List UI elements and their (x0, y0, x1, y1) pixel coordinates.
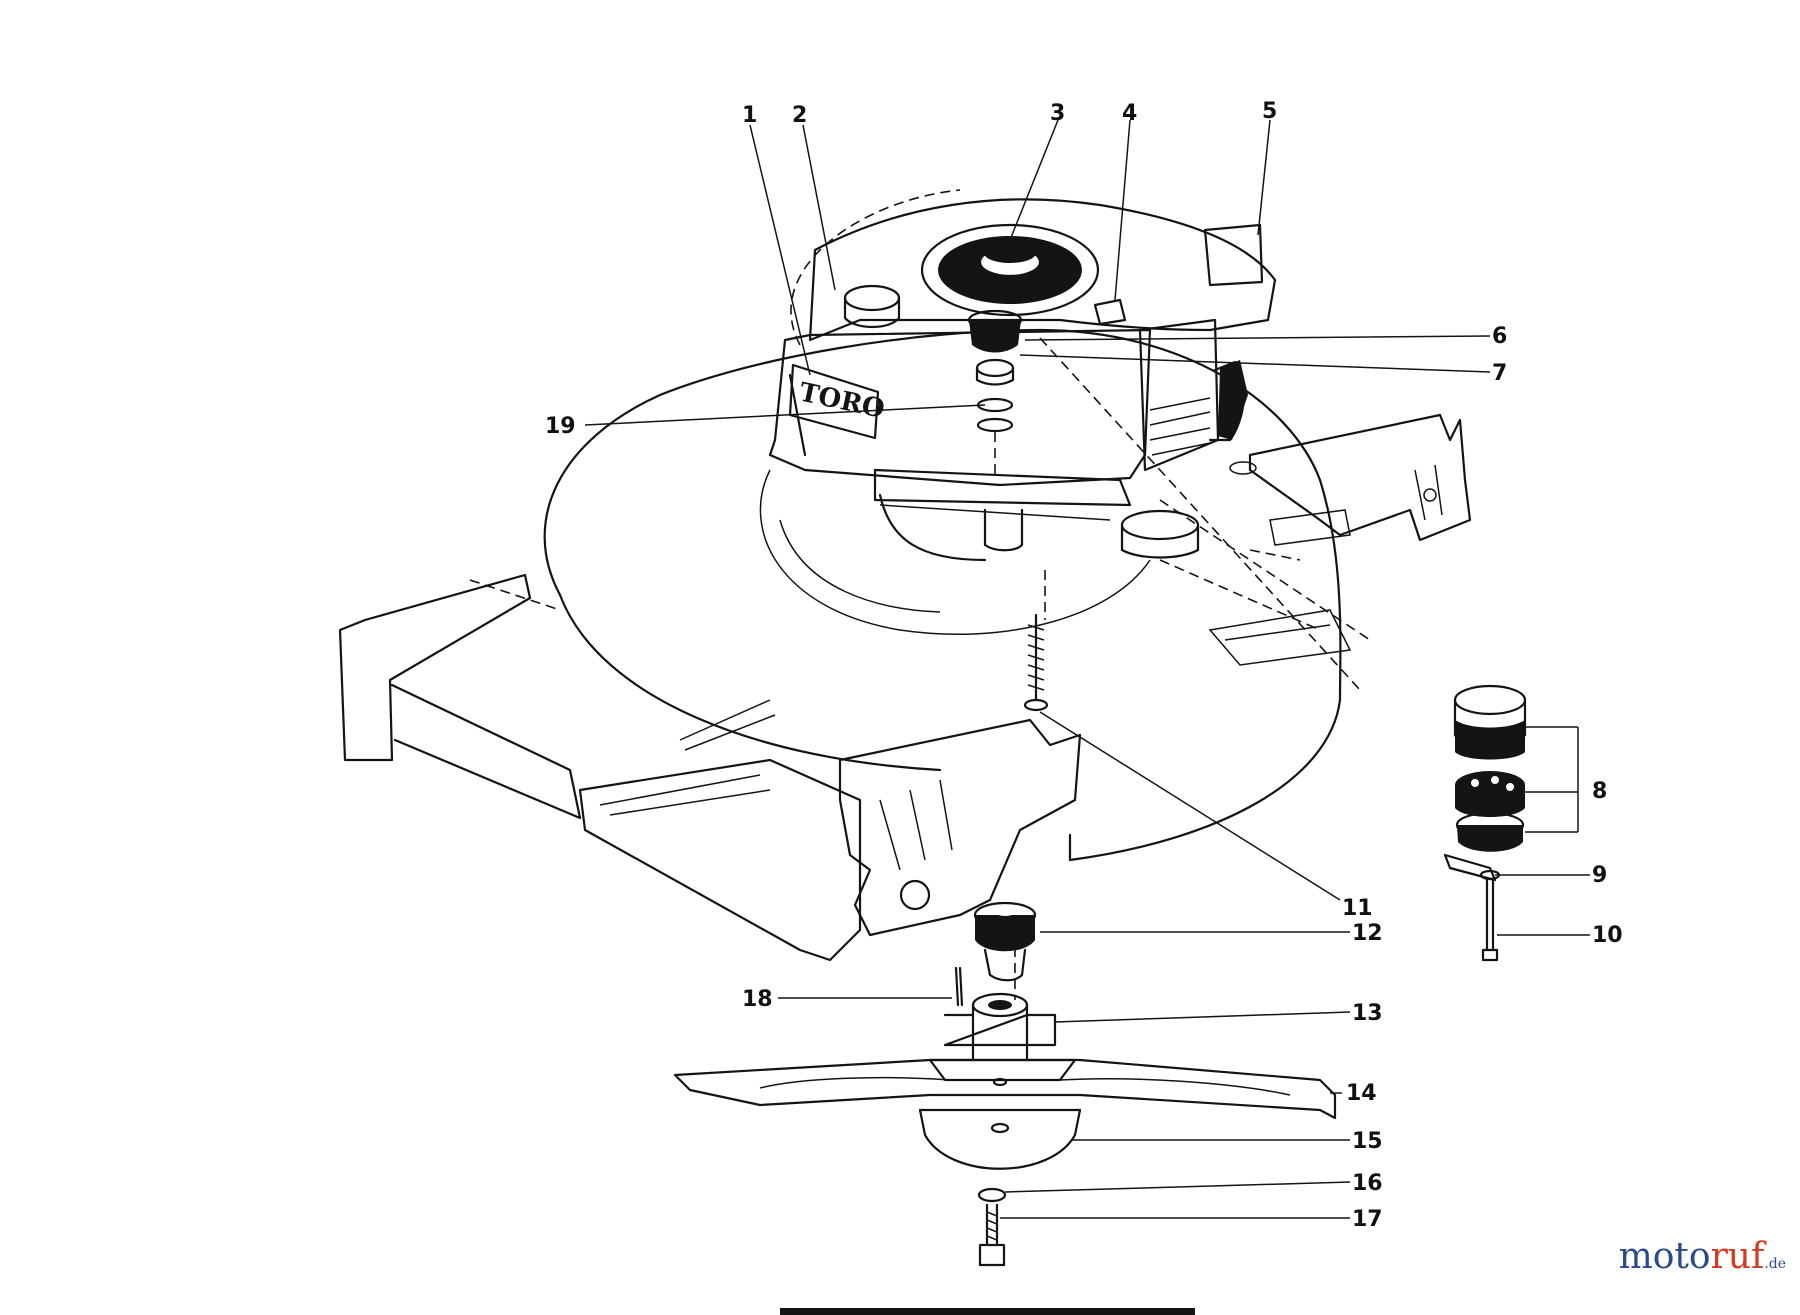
callout-16: 16 (1352, 1171, 1383, 1196)
part-11-bolt (1023, 613, 1049, 712)
watermark-part1: moto (1618, 1236, 1711, 1277)
toro-nameplate: TORO (788, 363, 888, 440)
callout-17: 17 (1352, 1207, 1383, 1232)
part-5-box (1203, 223, 1264, 287)
callout-9: 9 (1592, 863, 1607, 888)
part-6-7-cap (967, 309, 1023, 433)
part-8-mount-stack (1443, 684, 1527, 962)
callout-8: 8 (1592, 779, 1607, 804)
mower-deck (338, 328, 1472, 962)
engine-assembly: TORO (768, 198, 1277, 562)
site-watermark: motoruf.de (1619, 1236, 1786, 1277)
callout-19: 19 (545, 414, 576, 439)
callout-12: 12 (1352, 921, 1383, 946)
callout-5: 5 (1262, 99, 1277, 124)
callout-labels: 1 2 3 4 5 6 7 8 9 10 11 12 13 14 15 16 1… (545, 99, 1623, 1232)
callout-3: 3 (1050, 101, 1065, 126)
callout-18: 18 (742, 987, 773, 1012)
callout-1: 1 (742, 103, 757, 128)
callout-15: 15 (1352, 1129, 1383, 1154)
callout-13: 13 (1352, 1001, 1383, 1026)
assembly-lines (790, 189, 1361, 1000)
cropped-title-strokes (780, 1308, 1195, 1315)
callout-6: 6 (1492, 324, 1507, 349)
callout-14: 14 (1346, 1081, 1377, 1106)
engine-brand-label: TORO (797, 378, 888, 425)
callout-4: 4 (1122, 101, 1137, 126)
callout-10: 10 (1592, 923, 1623, 948)
blade-assembly (673, 901, 1337, 1267)
leader-lines (584, 119, 1590, 1219)
watermark-part3: .de (1764, 1256, 1786, 1272)
watermark-part2: ruf (1710, 1236, 1765, 1277)
callout-7: 7 (1492, 361, 1507, 386)
callout-11: 11 (1342, 896, 1373, 921)
callout-2: 2 (792, 103, 807, 128)
